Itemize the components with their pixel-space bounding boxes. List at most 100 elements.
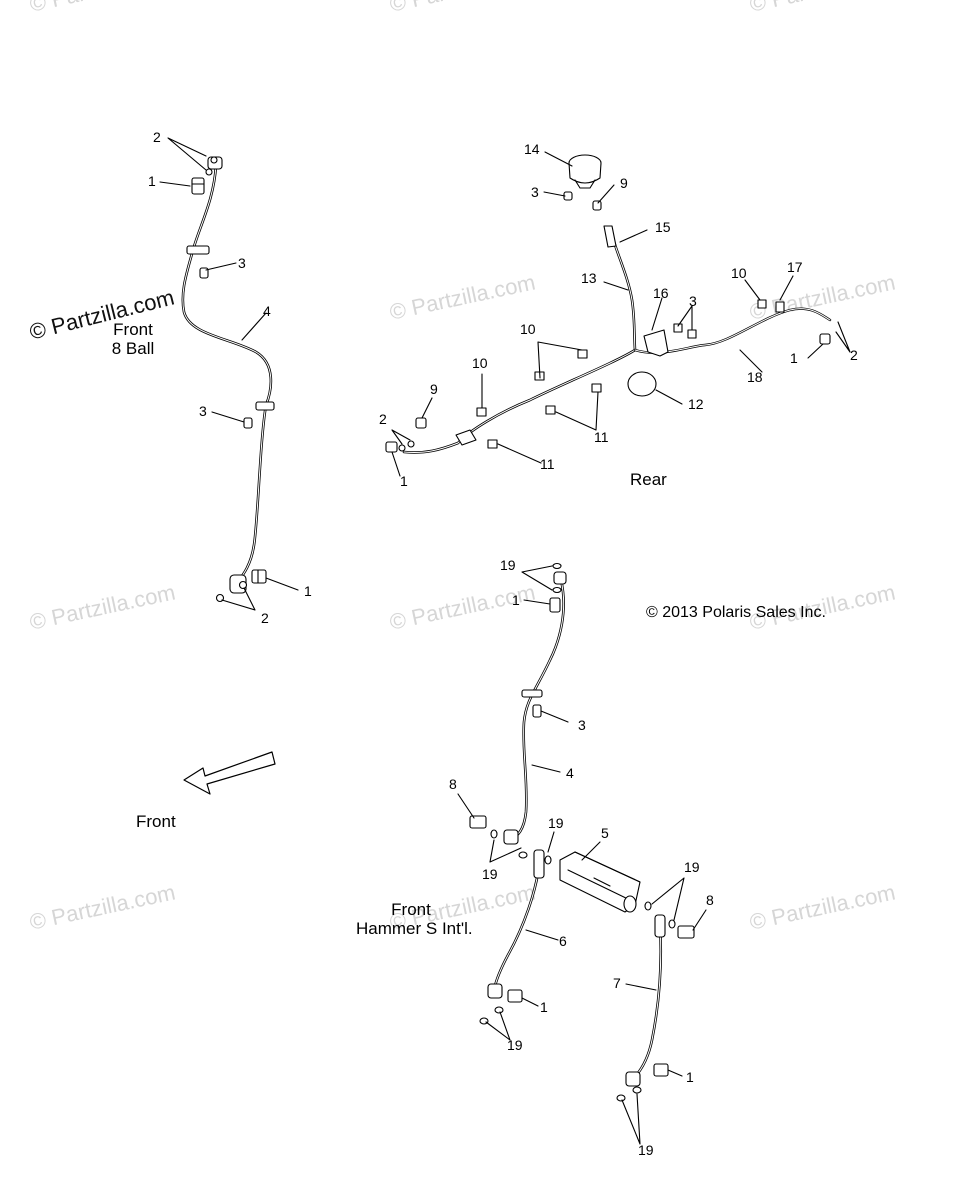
callout-label: 8 <box>706 892 714 908</box>
callout-label: 2 <box>261 610 269 626</box>
master-cylinder-reservoir-icon <box>568 154 602 189</box>
callout-label: 15 <box>655 219 671 235</box>
caption-line: Hammer S Int'l. <box>356 919 473 938</box>
callout-label: 19 <box>684 859 700 875</box>
callout-label: 10 <box>472 355 488 371</box>
callout-label: 13 <box>581 270 597 286</box>
callout-label: 10 <box>731 265 747 281</box>
clip-icon <box>577 349 588 359</box>
fitting-icon <box>819 333 831 345</box>
rear-brake-line <box>402 225 832 454</box>
front-arrow-caption: Front <box>136 812 176 831</box>
washer-icon <box>210 156 218 164</box>
fitting-icon <box>385 441 398 453</box>
callout-label: 3 <box>199 403 207 419</box>
front-8ball-brake-hose <box>181 156 275 594</box>
washer-icon <box>518 851 528 859</box>
washer-icon <box>205 168 213 176</box>
callout-label: 9 <box>620 175 628 191</box>
caption-line: Front <box>113 320 153 339</box>
clip-bolt-icon <box>532 704 542 718</box>
clip-bolt-icon <box>243 417 253 429</box>
callout-label: 14 <box>524 141 540 157</box>
clip-icon <box>591 383 602 393</box>
callout-label: 4 <box>566 765 574 781</box>
callout-label: 19 <box>482 866 498 882</box>
callout-label: 12 <box>688 396 704 412</box>
banjo-bolt-icon <box>677 925 695 939</box>
front-hammer-caption: Front Hammer S Int'l. <box>356 900 473 938</box>
washer-icon <box>407 440 415 448</box>
callout-label: 19 <box>500 557 516 573</box>
callout-label: 11 <box>594 429 609 445</box>
washer-icon <box>552 562 562 570</box>
washer-icon <box>238 580 248 590</box>
banjo-bolt-icon <box>191 177 205 195</box>
rear-caption: Rear <box>630 470 667 489</box>
washer-icon <box>616 1094 626 1102</box>
washer-icon <box>398 444 406 452</box>
callout-label: 8 <box>449 776 457 792</box>
callout-label: 5 <box>601 825 609 841</box>
callout-label: 1 <box>686 1069 694 1085</box>
callout-label: 17 <box>787 259 803 275</box>
callout-label: 7 <box>613 975 621 991</box>
banjo-bolt-icon <box>549 597 561 613</box>
washer-icon <box>544 855 552 865</box>
washer-icon <box>552 586 562 594</box>
callout-label: 2 <box>850 347 858 363</box>
fitting-icon <box>415 417 427 429</box>
callout-label: 1 <box>400 473 408 489</box>
fitting-icon <box>592 200 602 211</box>
washer-icon <box>644 901 652 911</box>
front-hammer-brake-hose <box>503 571 567 845</box>
clip-icon <box>476 407 487 417</box>
callout-label: 4 <box>263 303 271 319</box>
callout-label: 16 <box>653 285 669 301</box>
callout-label: 19 <box>638 1142 654 1158</box>
clip-icon <box>545 405 556 415</box>
clip-icon <box>487 439 498 449</box>
front-direction-arrow-icon <box>183 751 276 795</box>
brake-distribution-block-icon <box>559 851 641 913</box>
washer-icon <box>490 829 498 839</box>
callout-label: 18 <box>747 369 763 385</box>
callout-label: 3 <box>578 717 586 733</box>
callout-label: 9 <box>430 381 438 397</box>
banjo-bolt-icon <box>507 989 523 1003</box>
grommet-icon <box>627 371 657 397</box>
callout-label: 1 <box>512 592 520 608</box>
washer-icon <box>668 919 676 929</box>
callout-label: 19 <box>507 1037 523 1053</box>
fitting-icon <box>775 301 785 313</box>
callout-label: 1 <box>148 173 156 189</box>
brake-hose-7 <box>625 914 666 1087</box>
fitting-icon <box>757 299 767 309</box>
fitting-icon <box>687 329 697 339</box>
callout-label: 6 <box>559 933 567 949</box>
callout-label: 19 <box>548 815 564 831</box>
fitting-icon <box>673 323 683 333</box>
banjo-bolt-icon <box>469 815 487 829</box>
caption-line: Front <box>391 900 431 919</box>
caption-line: 8 Ball <box>111 339 155 358</box>
brake-hose-6 <box>487 849 545 999</box>
banjo-bolt-icon <box>251 569 267 584</box>
bracket-icon <box>643 329 669 357</box>
callout-label: 3 <box>238 255 246 271</box>
callout-label: 2 <box>153 129 161 145</box>
callout-label: 2 <box>379 411 387 427</box>
callout-label: 11 <box>540 456 555 472</box>
banjo-bolt-icon <box>653 1063 669 1077</box>
callout-label: 1 <box>790 350 798 366</box>
callout-label: 1 <box>304 583 312 599</box>
callout-label: 3 <box>531 184 539 200</box>
callout-label: 3 <box>689 293 697 309</box>
front-8ball-caption: Front 8 Ball <box>108 320 158 358</box>
callout-label: 1 <box>540 999 548 1015</box>
copyright-notice: © 2013 Polaris Sales Inc. <box>646 604 826 621</box>
washer-icon <box>494 1006 504 1014</box>
washer-icon <box>632 1086 642 1094</box>
callout-label: 10 <box>520 321 536 337</box>
